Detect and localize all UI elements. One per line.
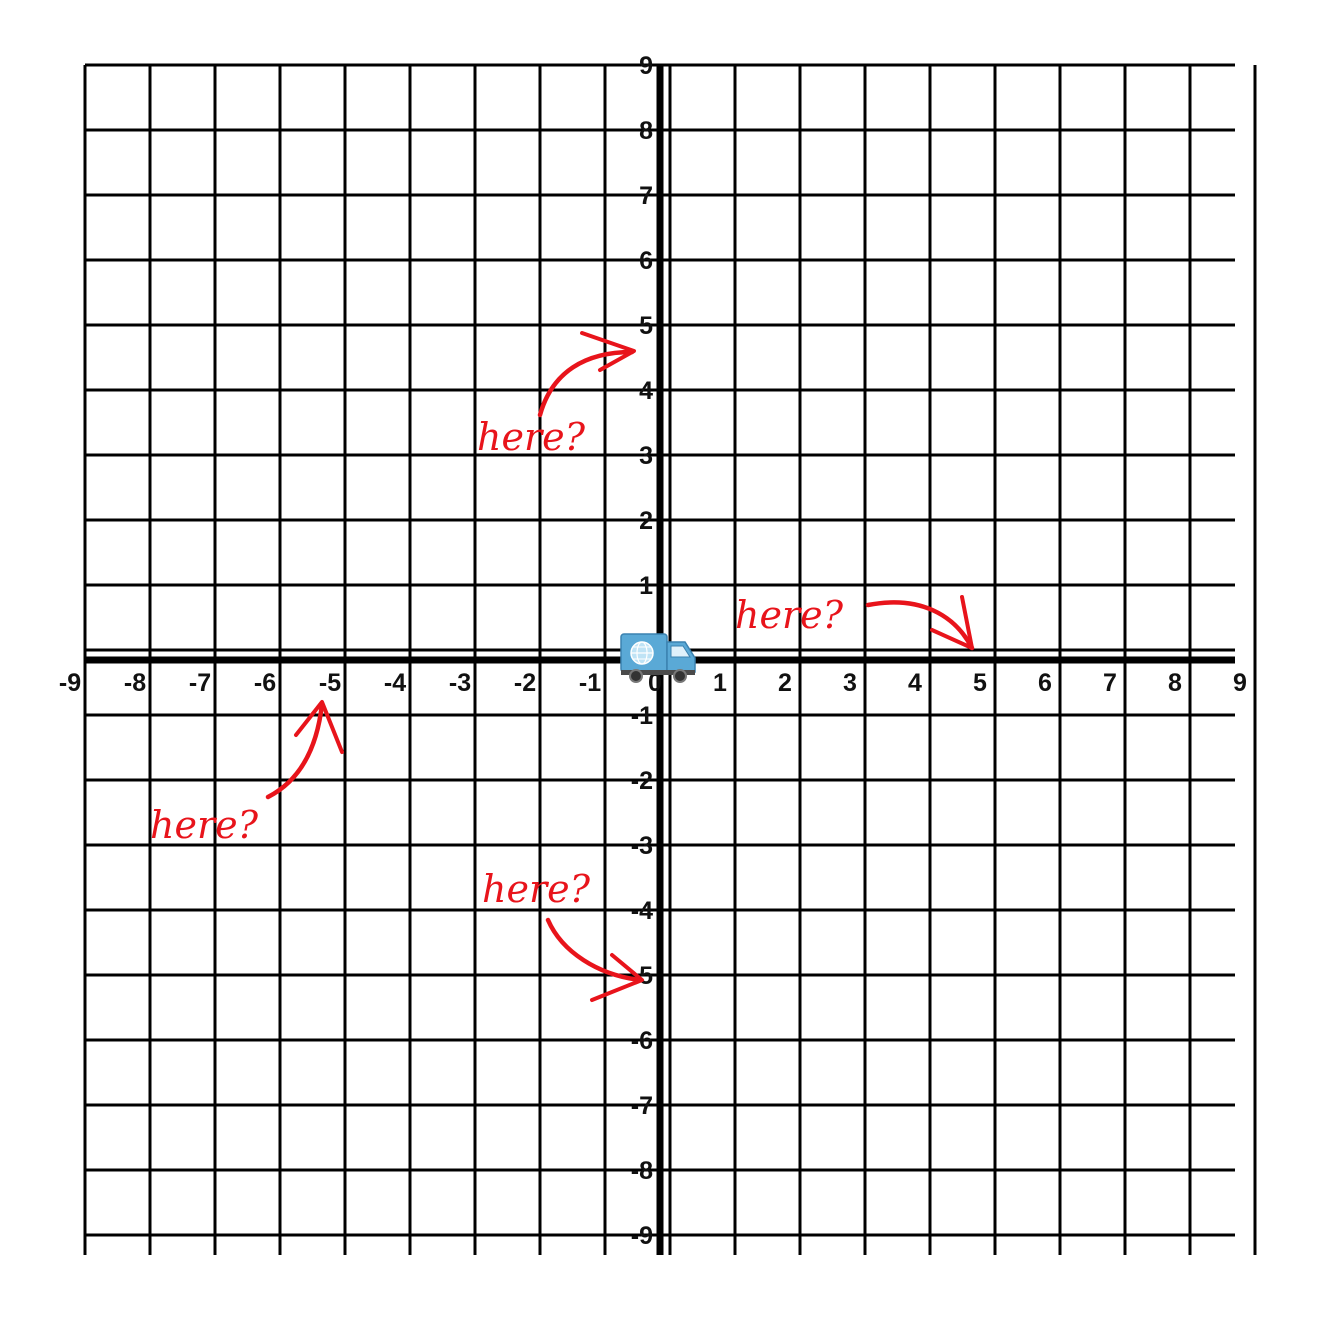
x-tick-label: -3: [449, 669, 471, 697]
y-tick-label: -7: [631, 1092, 653, 1120]
x-tick-label: 1: [713, 669, 727, 697]
y-tick-label: -1: [631, 702, 653, 730]
y-tick-label: 7: [639, 182, 653, 210]
y-tick-label: 2: [639, 507, 653, 535]
x-tick-label: -6: [254, 669, 276, 697]
delivery-truck-icon: [620, 633, 696, 683]
y-tick-label: -9: [631, 1222, 653, 1250]
x-tick-label: -8: [124, 669, 146, 697]
annotation-label: here?: [735, 593, 844, 637]
annotation-here-to-5-0: here?: [735, 593, 975, 651]
x-tick-label: 8: [1168, 669, 1182, 697]
y-tick-label: -6: [631, 1027, 653, 1055]
y-tick-label: 5: [639, 312, 653, 340]
y-tick-label: -8: [631, 1157, 653, 1185]
y-tick-label: 4: [639, 377, 653, 405]
arrow-to-0-5: [537, 349, 635, 418]
y-tick-label: 9: [639, 52, 653, 80]
annotation-label: here?: [477, 415, 586, 459]
arrowhead-0-5: [580, 331, 636, 372]
arrow-to-neg5-0: [265, 701, 325, 800]
annotation-label: here?: [482, 867, 591, 911]
annotation-here-to-0-neg5: here?: [482, 867, 644, 1002]
x-tick-label: 4: [908, 669, 922, 697]
annotation-label: here?: [150, 803, 259, 847]
annotation-here-to-0-5: here?: [477, 331, 636, 459]
x-tick-label: 0: [648, 669, 662, 697]
y-tick-label: 8: [639, 117, 653, 145]
x-tick-label: -7: [189, 669, 211, 697]
x-tick-label: 9: [1233, 669, 1247, 697]
y-tick-label: -3: [631, 832, 653, 860]
x-tick-label: 5: [973, 669, 987, 697]
arrowhead-0-neg5: [590, 953, 644, 1002]
x-tick-label: 6: [1038, 669, 1052, 697]
arrow-to-0-neg5: [545, 917, 643, 983]
x-axis-tick-labels: -9 -8 -7 -6 -5 -4 -3 -2 -1 0 1 2 3 4 5 6 7 8 9: [59, 669, 1247, 697]
arrowhead-neg5-0: [294, 700, 344, 754]
x-tick-label: 3: [843, 669, 857, 697]
x-tick-label: -2: [514, 669, 536, 697]
x-tick-label: -1: [579, 669, 601, 697]
arrow-to-5-0: [865, 600, 975, 651]
y-tick-label: -2: [631, 767, 653, 795]
x-tick-label: 2: [778, 669, 792, 697]
x-tick-label: -4: [384, 669, 406, 697]
y-tick-label: -4: [631, 897, 653, 925]
y-tick-label: 1: [639, 572, 653, 600]
y-tick-label: 6: [639, 247, 653, 275]
x-tick-label: -5: [319, 669, 341, 697]
y-tick-label: 3: [639, 442, 653, 470]
x-tick-label: -9: [59, 669, 81, 697]
x-tick-label: 7: [1103, 669, 1117, 697]
arrowhead-5-0: [930, 595, 974, 650]
annotation-here-to-neg5-0: here?: [150, 700, 344, 847]
